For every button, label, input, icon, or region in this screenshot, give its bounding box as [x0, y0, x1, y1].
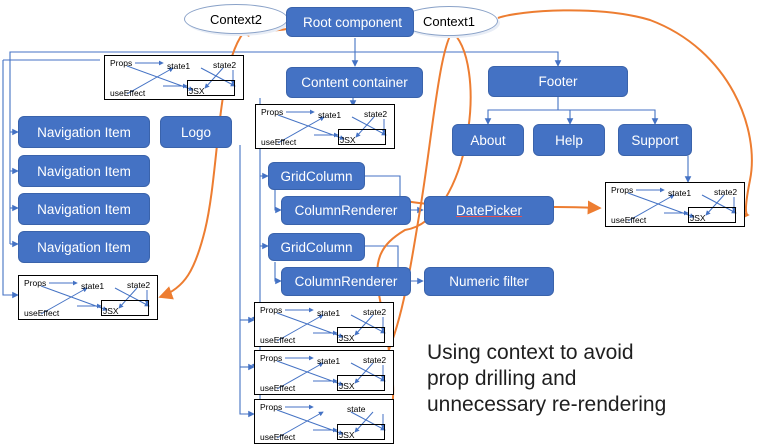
- content-container-box: Content container: [286, 67, 423, 98]
- jsx-label: JSX: [339, 333, 355, 343]
- state2-label: state2: [127, 280, 151, 290]
- grid-column-box: GridColumn: [268, 233, 365, 261]
- context2-cloud: Context2: [184, 4, 288, 34]
- navigation-item-label: Navigation Item: [37, 163, 131, 179]
- support-box: Support: [618, 124, 692, 156]
- jsx-box: [101, 300, 149, 316]
- jsx-label: JSX: [690, 213, 706, 223]
- use-effect-label: useEffect: [261, 137, 297, 147]
- navigation-item-box: Navigation Item: [18, 155, 150, 187]
- use-effect-label: useEffect: [110, 88, 146, 98]
- navigation-item-box: Navigation Item: [18, 116, 150, 148]
- component-detail-arrows: [627, 187, 737, 222]
- logo-label: Logo: [180, 124, 212, 140]
- help-box: Help: [533, 124, 605, 156]
- jsx-box: [338, 129, 386, 145]
- use-effect-label: useEffect: [611, 215, 647, 225]
- state1-label: state1: [81, 281, 105, 291]
- state1-label: state1: [668, 188, 692, 198]
- navigation-item-box: Navigation Item: [18, 193, 150, 225]
- state1-label: state1: [318, 110, 342, 120]
- jsx-label: JSX: [189, 86, 205, 96]
- column-renderer-box: ColumnRenderer: [281, 196, 411, 225]
- component-detail-box: Props state useEffect JSX: [254, 399, 394, 444]
- jsx-label: JSX: [339, 430, 355, 440]
- date-picker-label: DatePicker: [455, 203, 523, 218]
- use-effect-label: useEffect: [260, 383, 296, 393]
- props-label: Props: [261, 107, 284, 117]
- use-effect-label: useEffect: [24, 308, 60, 318]
- state2-label: state2: [363, 307, 387, 317]
- jsx-box: [187, 80, 235, 96]
- grid-column-label: GridColumn: [280, 239, 353, 255]
- logo-box: Logo: [160, 116, 232, 148]
- context1-label: Context1: [422, 13, 476, 29]
- component-detail-box: Props state1 state2 useEffect JSX: [104, 55, 244, 100]
- props-label: Props: [260, 402, 283, 412]
- state2-label: state2: [363, 355, 387, 365]
- caption-line: unnecessary re-rendering: [427, 393, 667, 416]
- caption-line: Using context to avoid: [427, 341, 634, 364]
- support-label: Support: [631, 132, 679, 148]
- numeric-filter-box: Numeric filter: [424, 267, 554, 296]
- state2-label: state2: [364, 109, 388, 119]
- date-picker-box: DatePicker: [424, 196, 554, 225]
- component-detail-arrows: [276, 404, 386, 439]
- jsx-box: [337, 424, 385, 440]
- jsx-box: [337, 375, 385, 391]
- state2-label: state2: [213, 60, 237, 70]
- column-renderer-box: ColumnRenderer: [281, 267, 411, 296]
- root-component-label: Root component: [303, 14, 403, 30]
- navigation-item-label: Navigation Item: [37, 124, 131, 140]
- component-detail-box: Props state1 state2 useEffect JSX: [18, 275, 158, 320]
- props-label: Props: [260, 305, 283, 315]
- props-label: Props: [260, 353, 283, 363]
- jsx-box: [337, 327, 385, 343]
- grid-column-box: GridColumn: [268, 162, 365, 190]
- navigation-item-label: Navigation Item: [37, 239, 131, 255]
- component-detail-box: Props state1 state2 useEffect JSX: [254, 302, 394, 347]
- component-detail-box: Props state1 state2 useEffect JSX: [254, 350, 394, 395]
- use-effect-label: useEffect: [260, 335, 296, 345]
- column-renderer-label: ColumnRenderer: [294, 274, 398, 289]
- caption: Using context to avoid prop drilling and…: [427, 340, 666, 418]
- use-effect-label: useEffect: [260, 432, 296, 442]
- component-detail-box: Props state1 state2 useEffect JSX: [605, 182, 745, 227]
- jsx-box: [688, 207, 736, 223]
- component-detail-arrows: [276, 355, 386, 390]
- jsx-label: JSX: [340, 135, 356, 145]
- state1-label: state1: [317, 308, 341, 318]
- root-component-box: Root component: [286, 7, 414, 37]
- component-detail-arrows: [40, 280, 150, 315]
- numeric-filter-label: Numeric filter: [449, 274, 529, 289]
- context1-cloud: Context1: [400, 6, 498, 36]
- props-label: Props: [110, 58, 133, 68]
- state1-label: state1: [167, 61, 191, 71]
- help-label: Help: [555, 132, 583, 148]
- navigation-item-box: Navigation Item: [18, 231, 150, 263]
- about-box: About: [452, 124, 524, 156]
- content-container-label: Content container: [301, 75, 408, 90]
- jsx-label: JSX: [103, 306, 119, 316]
- footer-box: Footer: [488, 66, 628, 97]
- column-renderer-label: ColumnRenderer: [294, 203, 398, 218]
- component-detail-arrows: [277, 109, 387, 144]
- state-label: state: [347, 404, 366, 414]
- component-detail-box: Props state1 state2 useEffect JSX: [255, 104, 395, 149]
- component-detail-arrows: [126, 60, 236, 95]
- context2-label: Context2: [209, 11, 263, 27]
- state2-label: state2: [714, 187, 738, 197]
- props-label: Props: [611, 185, 634, 195]
- grid-column-label: GridColumn: [280, 168, 353, 184]
- component-detail-arrows: [276, 307, 386, 342]
- about-label: About: [470, 132, 506, 148]
- jsx-label: JSX: [339, 381, 355, 391]
- navigation-item-label: Navigation Item: [37, 201, 131, 217]
- state1-label: state1: [317, 356, 341, 366]
- caption-line: prop drilling and: [427, 367, 577, 390]
- footer-label: Footer: [538, 74, 578, 89]
- props-label: Props: [24, 278, 47, 288]
